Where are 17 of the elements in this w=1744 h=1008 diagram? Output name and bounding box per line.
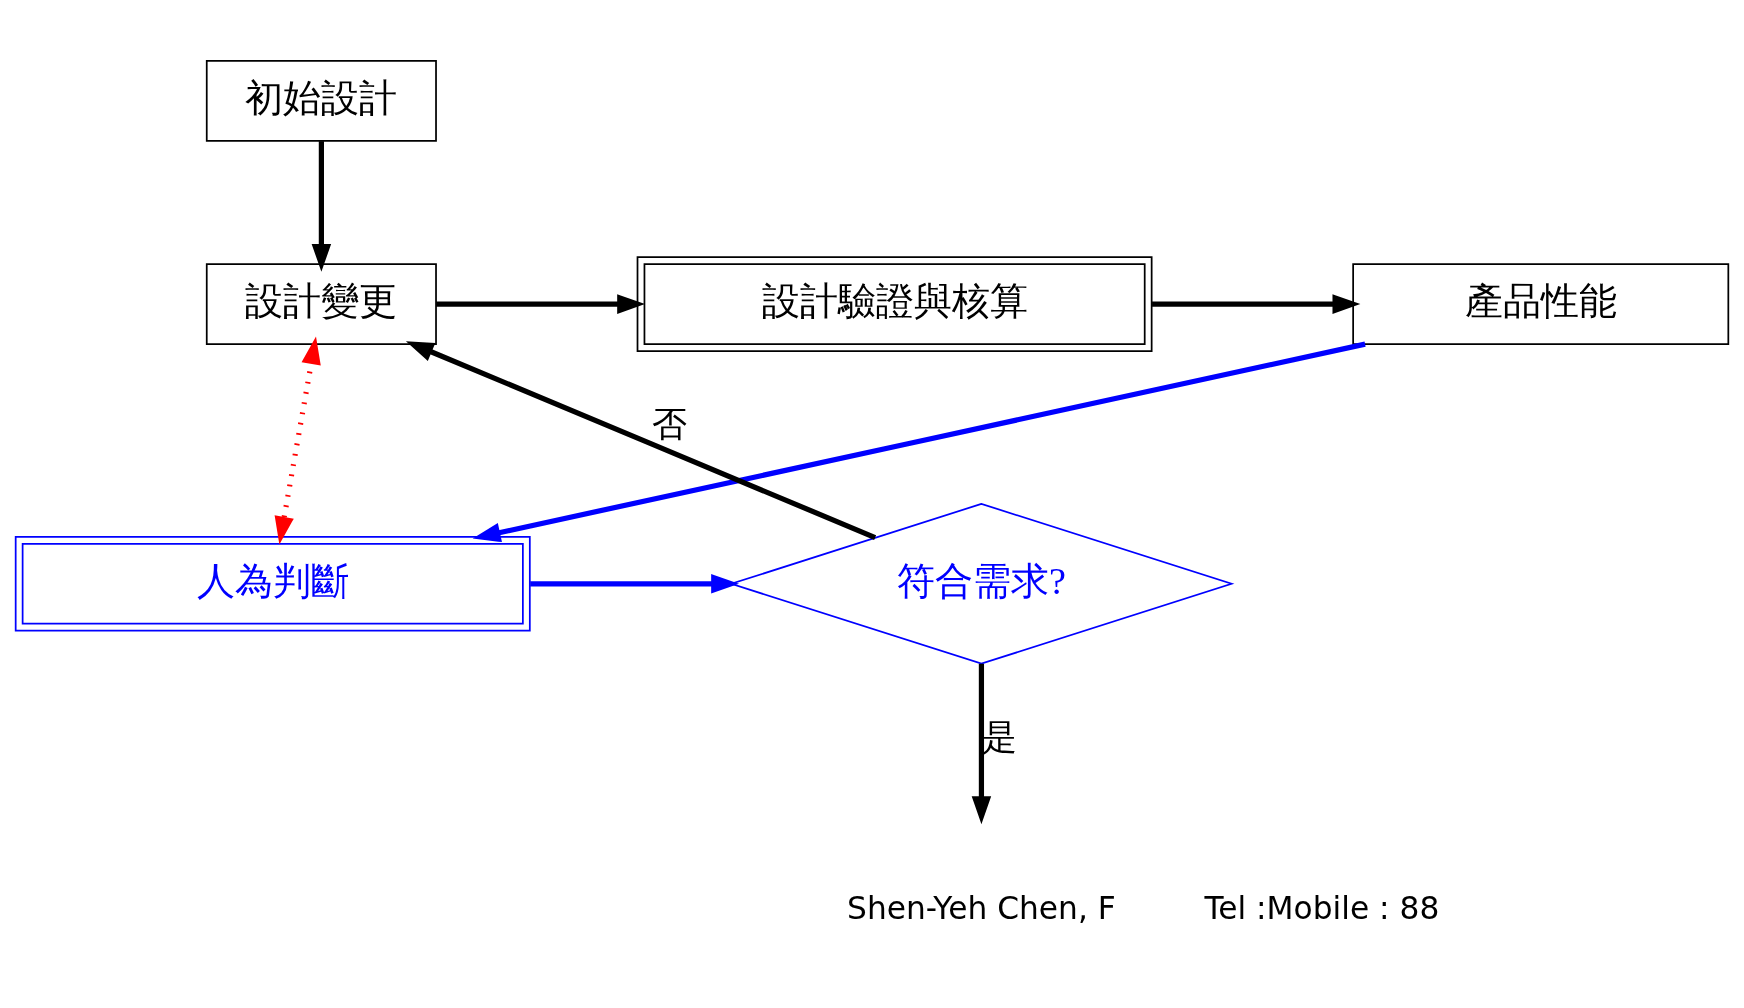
edge-label: 是 [982,716,1018,757]
edge-label: 否 [652,403,688,444]
arrow [405,340,877,540]
node-box: 初始設計 [205,59,437,142]
arrow [274,336,321,544]
arrow [971,663,992,824]
node-box: 產品性能 [1352,262,1730,345]
arrow [1152,293,1361,314]
node-box: 人為判斷 [14,535,531,632]
arrow [530,573,740,593]
arrow [311,140,332,272]
node-box: 設計變更 [205,262,437,345]
label: Tel :Mobile : 88 [1204,889,1440,926]
arrow [472,341,1366,542]
label: Shen-Yeh Chen, F [847,889,1116,926]
arrow [436,293,646,314]
node-box: 設計驗證與核算 [636,255,1153,352]
